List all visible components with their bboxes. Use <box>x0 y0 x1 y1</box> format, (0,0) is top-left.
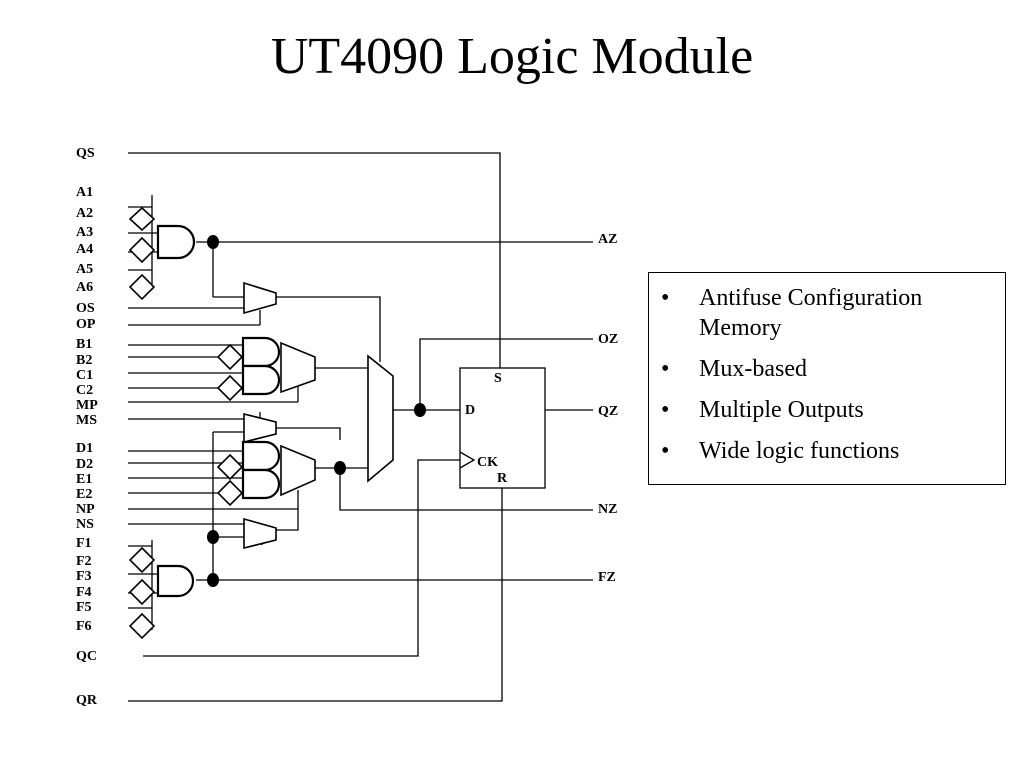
input-pin-d1: D1 <box>76 441 93 456</box>
output-pin-labels: AZ OZ QZ NZ FZ <box>598 232 618 585</box>
input-pin-mp: MP <box>76 398 98 413</box>
antifuse-icon <box>216 453 244 481</box>
and-gate-b-icon <box>241 336 281 368</box>
input-pin-e1: E1 <box>76 472 92 487</box>
input-pin-d2: D2 <box>76 457 93 472</box>
antifuse-diamonds <box>128 206 244 640</box>
antifuse-icon <box>128 612 156 640</box>
feature-list-box: • Antifuse Configuration Memory • Mux-base… <box>648 272 1006 485</box>
oz-wire <box>419 338 593 410</box>
mux-de-icon <box>280 444 316 497</box>
ff-clock-label: CK <box>477 455 498 470</box>
mux-o-icon <box>243 281 277 315</box>
ff-reset-label: R <box>497 471 508 486</box>
input-pin-a6: A6 <box>76 280 93 295</box>
input-pin-op: OP <box>76 317 96 332</box>
mux-n-icon <box>243 517 277 550</box>
bullet-icon: • <box>661 285 670 311</box>
input-pin-f5: F5 <box>76 600 92 615</box>
bullet-icon: • <box>661 438 670 464</box>
antifuse-icon <box>216 343 244 371</box>
input-pin-a5: A5 <box>76 262 93 277</box>
input-pin-b2: B2 <box>76 353 92 368</box>
input-pin-a4: A4 <box>76 242 93 257</box>
and-gate-f-icon <box>156 564 195 598</box>
and-gate-c-icon <box>241 364 281 396</box>
output-pin-oz: OZ <box>598 332 618 347</box>
ff-set-label: S <box>494 371 502 386</box>
input-pin-f2: F2 <box>76 554 92 569</box>
input-pin-c2: C2 <box>76 383 93 398</box>
bullet-icon: • <box>661 397 670 423</box>
input-pin-f4: F4 <box>76 585 92 600</box>
antifuse-icon <box>216 374 244 402</box>
output-pin-az: AZ <box>598 232 617 247</box>
output-pin-nz: NZ <box>598 502 617 517</box>
qs-wire <box>128 152 501 368</box>
clock-triangle-icon <box>459 451 476 469</box>
ff-data-label: D <box>465 403 475 418</box>
bullet-text: Multiple Outputs <box>699 397 864 423</box>
bullet-text: Mux-based <box>699 356 807 382</box>
feature-list: • Antifuse Configuration Memory • Mux-base… <box>659 283 993 466</box>
nz-wire <box>339 468 593 511</box>
flip-flop-block <box>459 367 546 489</box>
antifuse-icon <box>216 479 244 507</box>
input-pin-c1: C1 <box>76 368 93 383</box>
bullet-text: Wide logic functions <box>699 438 900 464</box>
input-pin-a3: A3 <box>76 225 93 240</box>
list-item: • Wide logic functions <box>659 436 993 466</box>
output-pin-qz: QZ <box>598 404 618 419</box>
and-gate-a-icon <box>156 224 196 260</box>
qc-wire <box>143 459 460 657</box>
input-pin-qc: QC <box>76 649 97 664</box>
output-pin-fz: FZ <box>598 570 616 585</box>
antifuse-icon <box>128 273 156 301</box>
slide-title: UT4090 Logic Module <box>270 28 754 85</box>
antifuse-icon <box>128 206 156 232</box>
input-pin-a1: A1 <box>76 185 93 200</box>
input-pin-ms: MS <box>76 413 97 428</box>
list-item: • Antifuse Configuration Memory <box>659 283 993 343</box>
input-pin-e2: E2 <box>76 487 92 502</box>
antifuse-icon <box>128 546 156 574</box>
input-pin-b1: B1 <box>76 337 92 352</box>
mux-final-icon <box>367 354 394 483</box>
input-pin-f3: F3 <box>76 569 92 584</box>
input-pin-a2: A2 <box>76 206 93 221</box>
mux-m-icon <box>243 412 277 444</box>
antifuse-icon <box>128 236 156 264</box>
input-pin-f1: F1 <box>76 536 92 551</box>
input-pin-ns: NS <box>76 517 94 532</box>
input-pin-f6: F6 <box>76 619 92 634</box>
qr-wire <box>128 488 503 702</box>
and-gate-d-icon <box>241 440 281 472</box>
input-pin-os: OS <box>76 301 95 316</box>
and-gate-e-icon <box>241 468 281 500</box>
list-item: • Mux-based <box>659 354 993 384</box>
junction-dots <box>207 235 426 587</box>
list-item: • Multiple Outputs <box>659 395 993 425</box>
antifuse-icon <box>128 578 156 606</box>
input-pin-np: NP <box>76 502 95 517</box>
input-pin-qs: QS <box>76 146 95 161</box>
input-pin-qr: QR <box>76 693 98 708</box>
mux-bc-icon <box>280 341 316 394</box>
bullet-text: Antifuse Configuration Memory <box>699 285 923 341</box>
bullet-icon: • <box>661 356 670 382</box>
